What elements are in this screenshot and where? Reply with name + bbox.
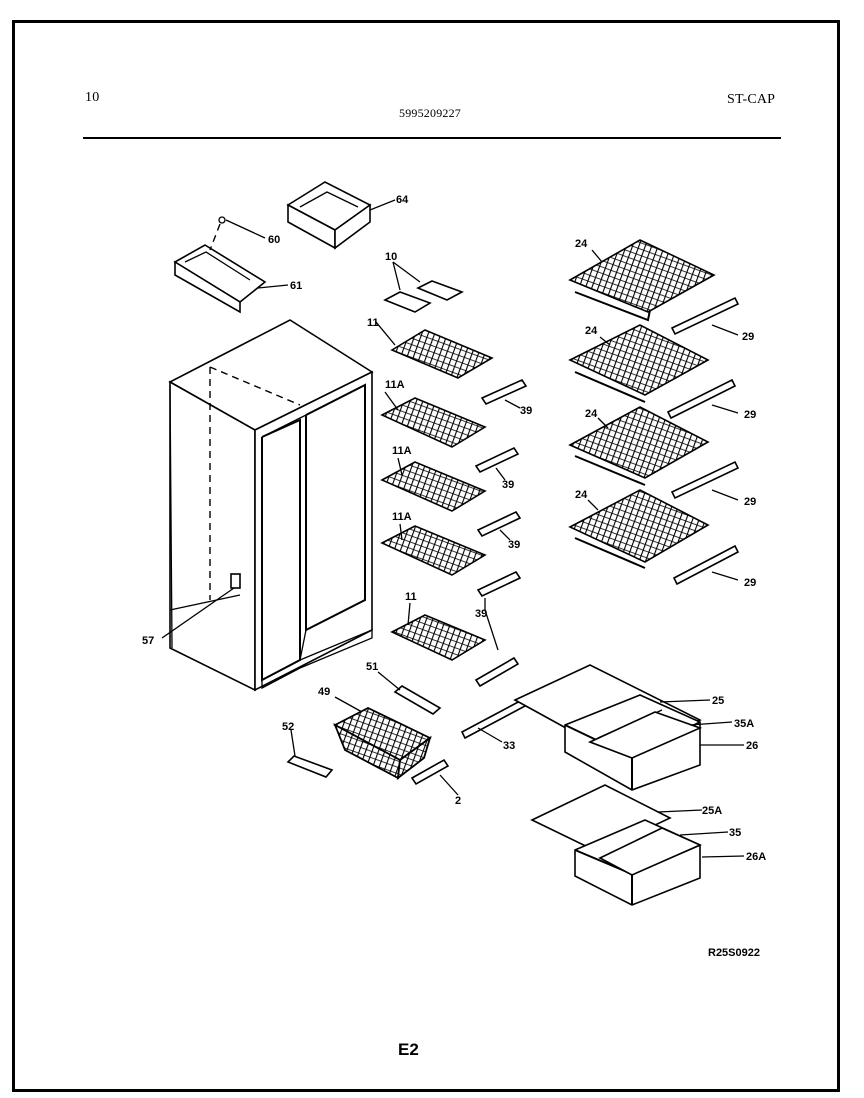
callout-64: 64 [396, 194, 409, 206]
rails-part-29 [666, 296, 740, 586]
callout-24-1: 24 [575, 238, 588, 250]
crisper-upper [513, 664, 744, 791]
callout-25: 25 [712, 695, 724, 707]
tray-part-64 [286, 181, 396, 250]
page-border [12, 20, 840, 1092]
callout-29-1: 29 [742, 331, 754, 343]
callout-26: 26 [746, 740, 758, 752]
callout-29-3: 29 [744, 496, 756, 508]
fresh-food-shelves [568, 239, 716, 569]
basket-part-49 [333, 696, 432, 781]
small-parts [286, 671, 459, 796]
callout-11-bottom: 11 [405, 591, 417, 603]
cabinet [168, 319, 374, 692]
callout-35a: 35A [734, 718, 754, 730]
callout-26a: 26A [746, 851, 766, 863]
bracket-part-61 [173, 216, 289, 314]
page-label: E2 [398, 1040, 419, 1059]
model-code: ST-CAP [727, 92, 776, 107]
callout-57: 57 [142, 635, 154, 647]
callout-29-2: 29 [744, 409, 756, 421]
callout-51: 51 [366, 661, 378, 673]
rail-part-33 [460, 698, 527, 743]
callout-39-1: 39 [520, 405, 532, 417]
callout-49: 49 [318, 686, 330, 698]
callout-11a-2: 11A [392, 445, 412, 457]
clips-part-10 [383, 261, 464, 313]
callout-2: 2 [455, 795, 461, 807]
callout-24-2: 24 [585, 325, 598, 337]
page-number: 10 [85, 90, 100, 105]
reference-code: R25S0922 [708, 947, 760, 959]
callout-39-3: 39 [508, 539, 520, 551]
callout-24-4: 24 [575, 489, 588, 501]
part-number: 5995209227 [399, 106, 461, 120]
callout-25a: 25A [702, 805, 722, 817]
callout-10: 10 [385, 251, 397, 263]
callout-60: 60 [268, 234, 280, 246]
freezer-shelves [375, 321, 494, 661]
callout-29-4: 29 [744, 577, 756, 589]
callout-39-2: 39 [502, 479, 514, 491]
header-rule [83, 137, 781, 139]
rails-part-39 [474, 378, 528, 688]
callout-24-3: 24 [585, 408, 598, 420]
callout-11-top: 11 [367, 317, 379, 329]
callout-33: 33 [503, 740, 515, 752]
callout-61: 61 [290, 280, 302, 292]
callout-11a-3: 11A [392, 511, 412, 523]
crisper-lower [530, 784, 745, 906]
callout-52: 52 [282, 721, 294, 733]
bracket-part-57 [161, 573, 241, 639]
callout-11a-1: 11A [385, 379, 405, 391]
callout-35: 35 [729, 827, 741, 839]
callout-labels: 64 60 61 10 11 11A 11A 11A 11 39 39 39 3… [142, 194, 766, 863]
callout-39-4: 39 [475, 608, 487, 620]
